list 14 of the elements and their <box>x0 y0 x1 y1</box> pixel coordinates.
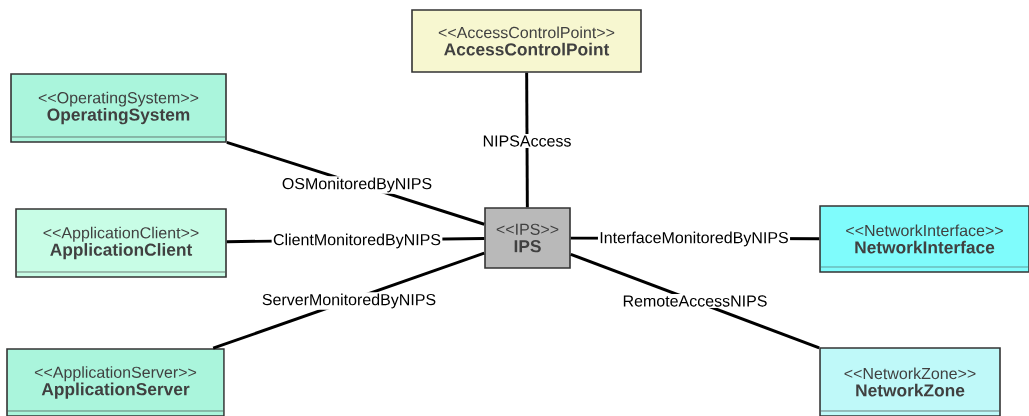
edge-label: ServerMonitoredByNIPS <box>260 292 438 310</box>
class-box: <<AccessControlPoint>> AccessControlPoint <box>411 9 642 73</box>
edge-label: InterfaceMonitoredByNIPS <box>597 230 791 248</box>
class-box: <<OperatingSystem>> OperatingSystem <box>10 73 227 143</box>
class-box: <<NetworkInterface>> NetworkInterface <box>819 205 1029 273</box>
class-box: <<ApplicationServer>> ApplicationServer <box>6 348 225 416</box>
class-box: <<NetworkZone>> NetworkZone <box>819 347 1001 416</box>
class-box: <<IPS>> IPS <box>484 207 571 269</box>
edge-label: RemoteAccessNIPS <box>621 294 769 308</box>
edge-label: NIPSAccess <box>481 134 573 148</box>
edge-label: ClientMonitoredByNIPS <box>271 232 443 250</box>
connector-line <box>525 72 529 208</box>
class-box: <<ApplicationClient>> ApplicationClient <box>15 208 227 278</box>
edge-label: OSMonitoredByNIPS <box>280 176 434 194</box>
